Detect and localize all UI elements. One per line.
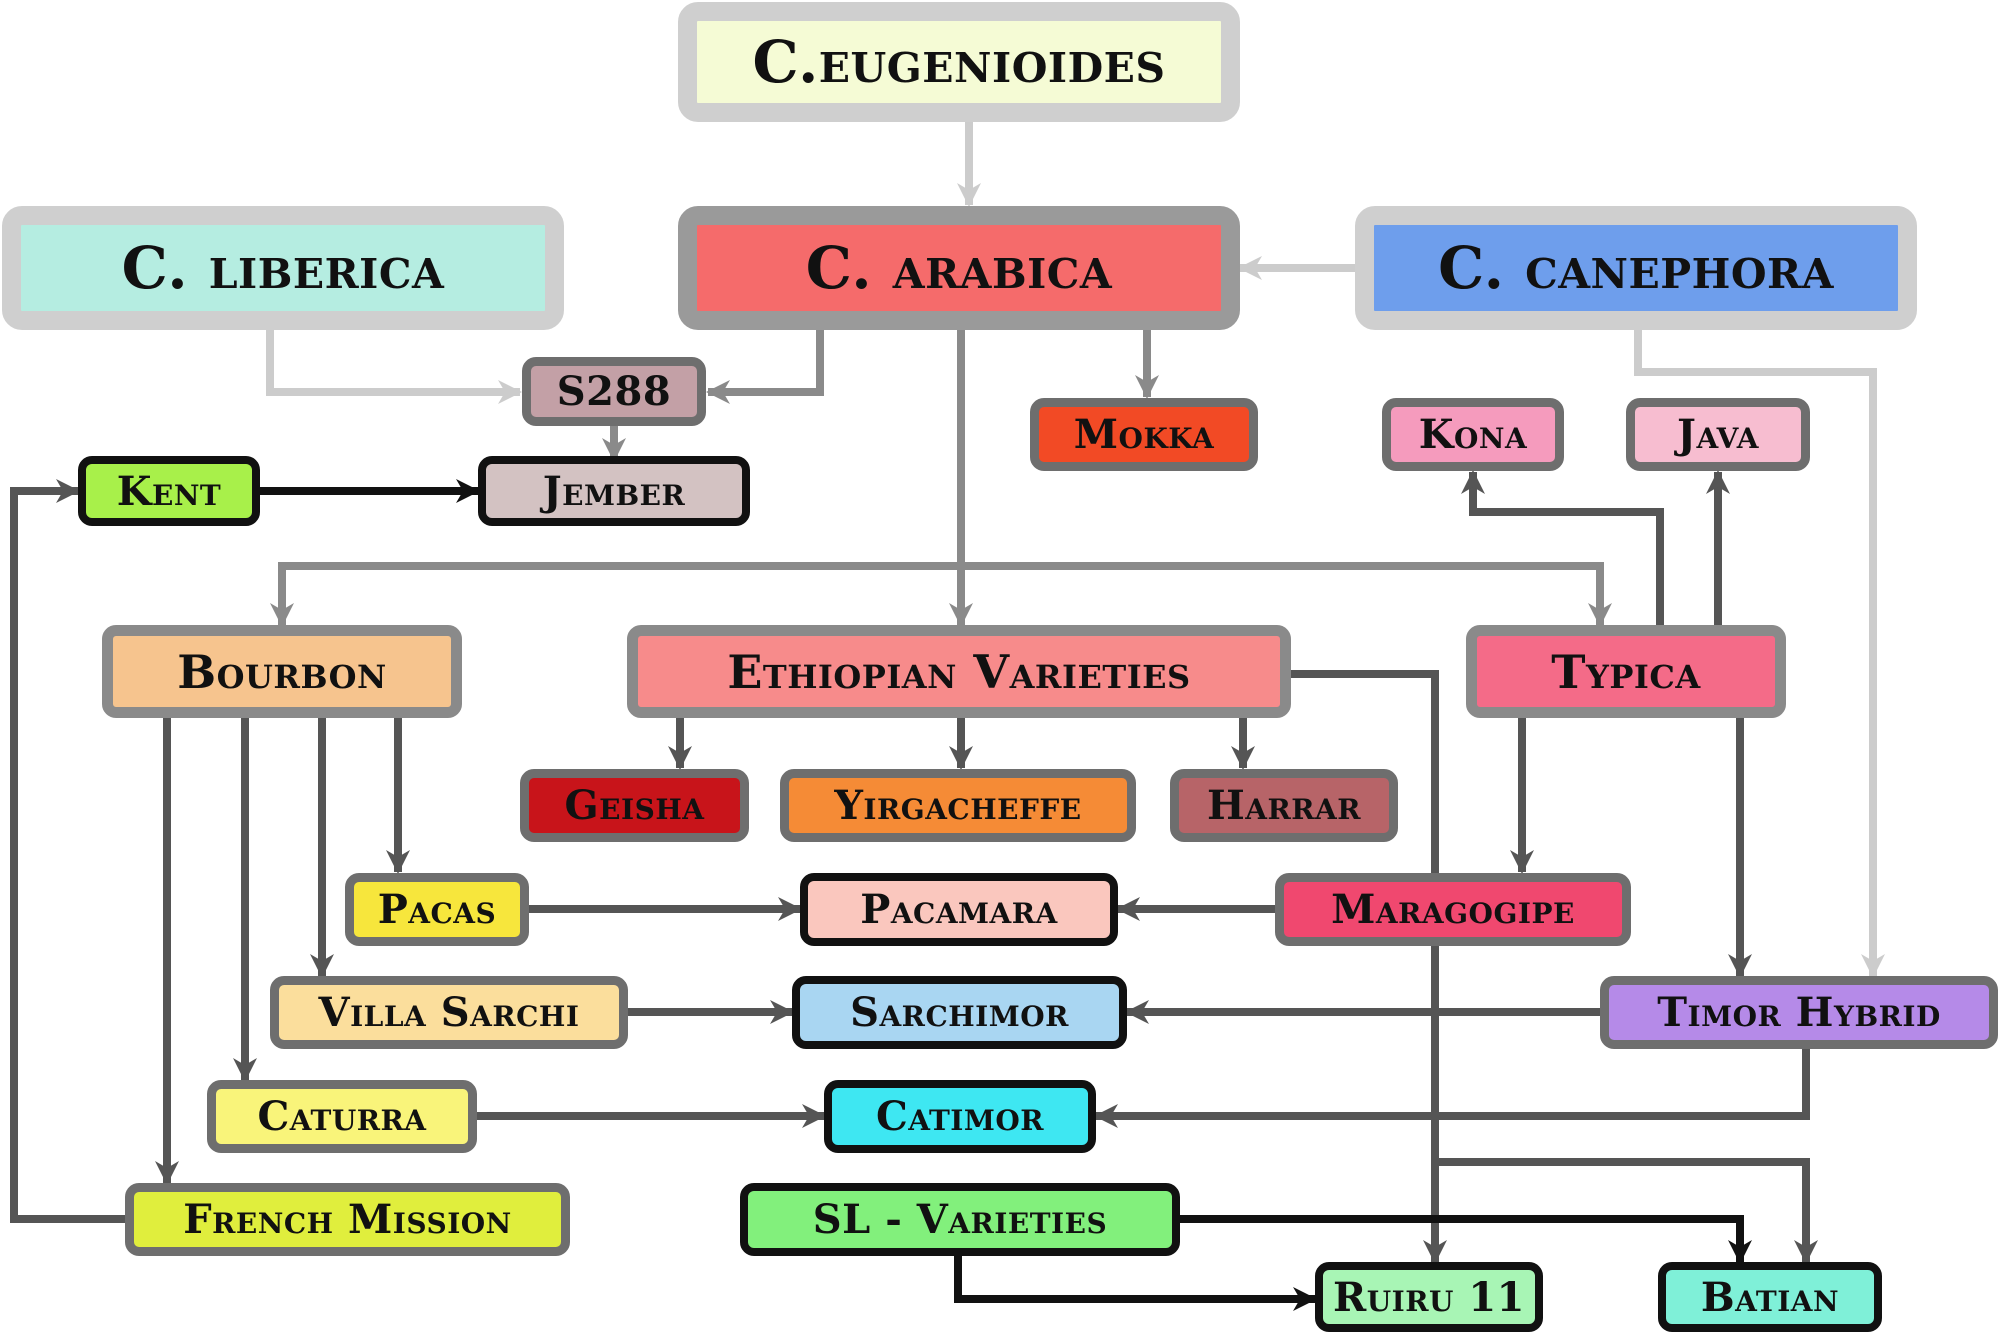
edge-ethiopian-ruiru bbox=[1290, 670, 1447, 1264]
edge-sl-batian bbox=[1180, 1215, 1752, 1264]
edge-arabica-s288 bbox=[706, 330, 824, 404]
node-timor-hybrid: Timor Hybrid bbox=[1600, 976, 1998, 1049]
edge-liberica-s288 bbox=[266, 330, 522, 404]
edge-arabica-typica bbox=[961, 562, 1612, 627]
node-bourbon: Bourbon bbox=[102, 625, 462, 718]
node-pacas: Pacas bbox=[345, 873, 529, 946]
node-java: Java bbox=[1626, 398, 1810, 471]
edge-arabica-bourbon bbox=[270, 562, 961, 627]
edge-timor-catimor bbox=[1094, 1048, 1810, 1128]
node-c-liberica: C. liberica bbox=[2, 206, 564, 330]
node-pacamara: Pacamara bbox=[800, 873, 1118, 946]
node-ethiopian-varieties: Ethiopian Varieties bbox=[627, 625, 1291, 718]
edge-sl-ruiru bbox=[954, 1255, 1317, 1311]
node-batian: Batian bbox=[1658, 1262, 1882, 1332]
node-catimor: Catimor bbox=[824, 1080, 1096, 1153]
node-jember: Jember bbox=[478, 456, 750, 526]
node-c-arabica: C. arabica bbox=[678, 206, 1240, 330]
node-yirgacheffe: Yirgacheffe bbox=[780, 769, 1136, 842]
edge-ethiopian-batian bbox=[1435, 1158, 1818, 1264]
node-maragogipe: Maragogipe bbox=[1275, 873, 1631, 946]
node-s288: S288 bbox=[522, 357, 706, 426]
node-kent: Kent bbox=[78, 456, 260, 526]
node-villa-sarchi: Villa Sarchi bbox=[270, 976, 628, 1049]
node-c-eugenioides: C.eugenioides bbox=[678, 2, 1240, 122]
node-sarchimor: Sarchimor bbox=[792, 976, 1127, 1049]
node-caturra: Caturra bbox=[207, 1080, 477, 1153]
node-geisha: Geisha bbox=[520, 769, 749, 842]
node-ruiru-11: Ruiru 11 bbox=[1315, 1262, 1543, 1332]
node-french-mission: French Mission bbox=[125, 1183, 570, 1256]
node-c-canephora: C. canephora bbox=[1355, 206, 1917, 330]
edge-typica-kona bbox=[1461, 470, 1664, 625]
node-sl-varieties: SL - Varieties bbox=[740, 1183, 1180, 1256]
node-kona: Kona bbox=[1382, 398, 1564, 471]
node-harrar: Harrar bbox=[1170, 769, 1398, 842]
edge-canephora-timor bbox=[1634, 330, 1885, 978]
node-mokka: Mokka bbox=[1030, 398, 1258, 471]
node-typica: Typica bbox=[1466, 625, 1786, 718]
edge-french-kent bbox=[10, 479, 129, 1223]
